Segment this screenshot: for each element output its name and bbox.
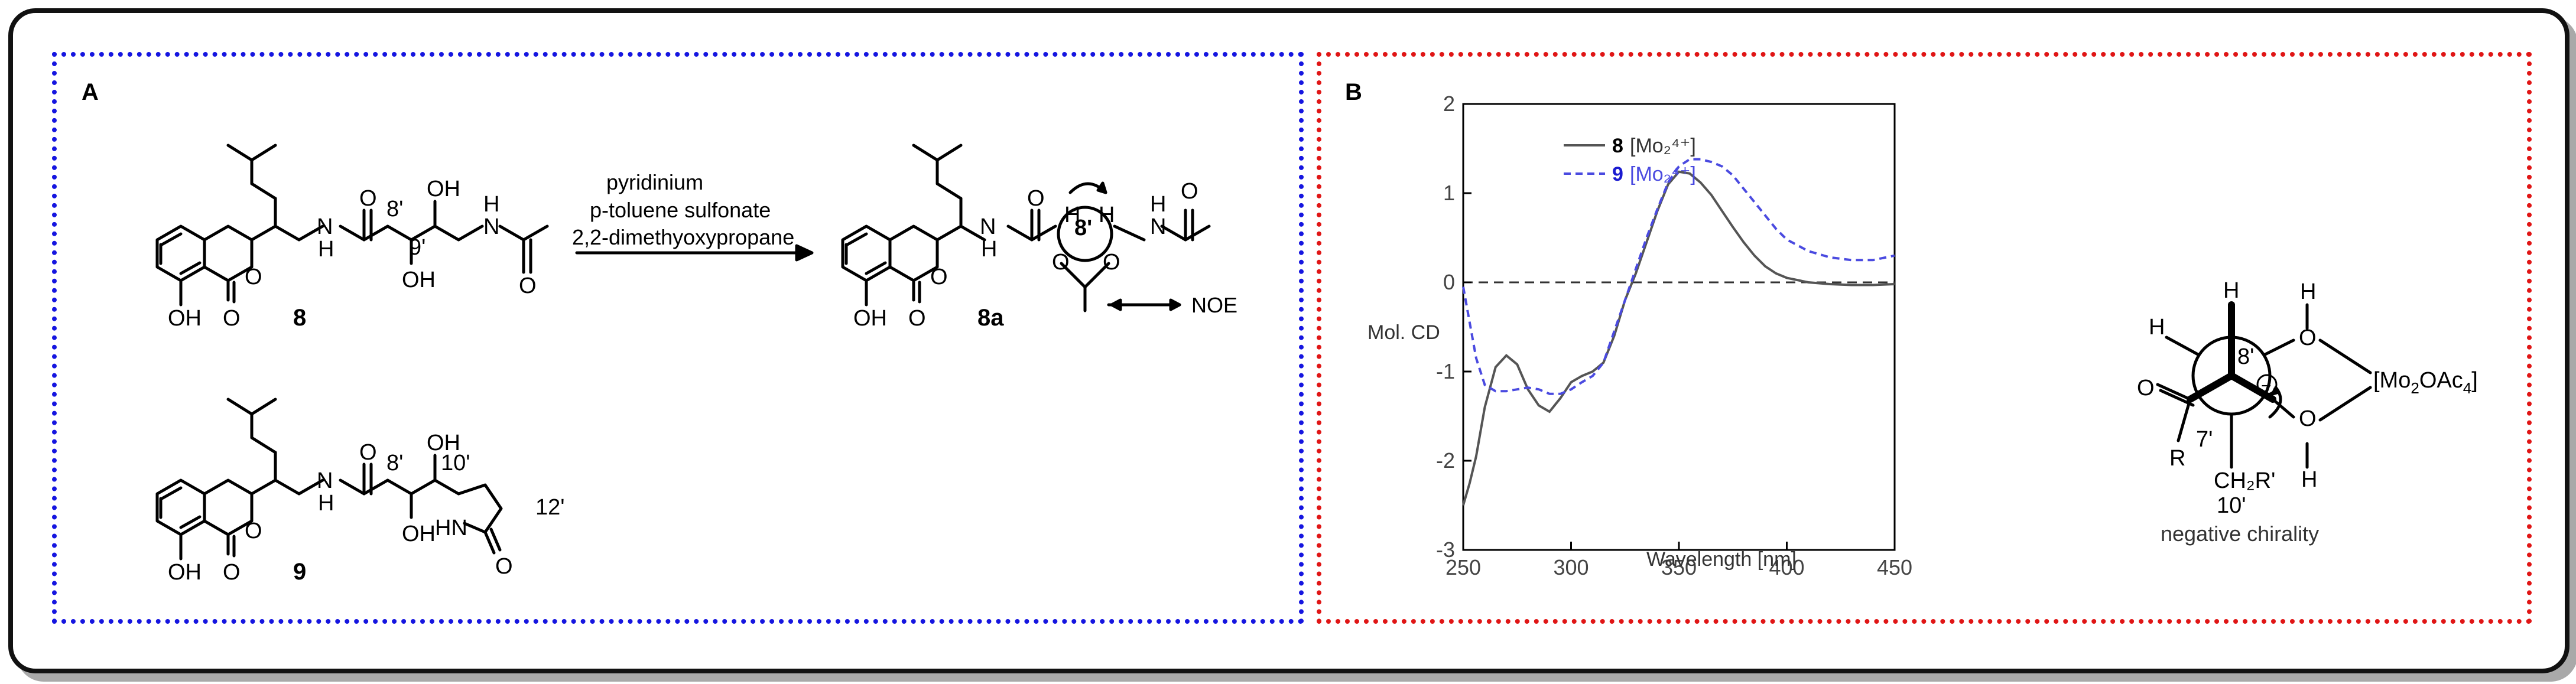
c9-pos-8: 8' <box>386 451 403 475</box>
newman-pos-8: 8' <box>2237 344 2254 369</box>
chart-x-tick-label: 350 <box>1661 555 1697 579</box>
newman-h-top: H <box>2223 278 2239 303</box>
c8-pos-9: 9' <box>409 235 425 260</box>
c8-n-amide: N <box>317 214 333 239</box>
noe-label: NOE <box>1191 293 1237 317</box>
panel-a-schemes: OH O O N H O 8' 9' OH OH H N O 8 pyridin… <box>155 144 1237 585</box>
newman-o-carbonyl: O <box>2137 376 2155 400</box>
panel-b: B 250 300 350 400 450 2 1 0 -1 -2 -3 Mol. CD Wavel… <box>1317 52 2532 624</box>
chart-y-axis-label: Mol. CD <box>1367 321 1440 344</box>
chart-legend-label: [Mo₂⁴⁺] <box>1630 163 1696 185</box>
c8a-oh-phenol: OH <box>853 306 887 331</box>
chart-x-tick-label: 400 <box>1769 555 1804 579</box>
c8a-h-acetyl: H <box>1150 192 1166 217</box>
chart-x-axis-label: Wavelength [nm] <box>1646 548 1797 571</box>
panel-b-letter: B <box>1345 79 1362 105</box>
newman-caption: negative chirality <box>2161 522 2319 546</box>
c9-oh-phenol: OH <box>168 560 202 585</box>
chart-legend-number: 8 <box>1612 135 1623 157</box>
compound-8a-structure <box>841 144 1211 312</box>
newman-h-left: H <box>2149 315 2165 340</box>
c9-o-amide: O <box>359 440 377 465</box>
newman-pos-7: 7' <box>2196 427 2213 452</box>
chart-x-tick-label: 300 <box>1553 555 1589 579</box>
c8-o-amide: O <box>359 186 377 211</box>
figure-frame <box>8 8 2569 673</box>
c8a-o-acetyl: O <box>1181 179 1198 204</box>
c8-o-acetyl: O <box>519 273 537 298</box>
newman-r: R <box>2169 446 2185 471</box>
newman-h-o-bottom: H <box>2301 467 2317 492</box>
c8a-pos-8: 8' <box>1074 216 1092 240</box>
c8-oh-bottom: OH <box>402 268 436 292</box>
c8-oh-top: OH <box>427 177 460 201</box>
c8a-o-amide: O <box>1027 186 1045 211</box>
reagent-line-3: 2,2-dimethyoxypropane <box>572 225 794 249</box>
compound-8-label: 8 <box>293 305 306 331</box>
chart-y-tick-label: 0 <box>1443 270 1455 294</box>
c9-h-amide: H <box>318 491 334 516</box>
c9-o-ring: O <box>495 554 513 579</box>
compound-8-structure <box>155 144 549 307</box>
c9-o-carbonyl: O <box>223 560 241 585</box>
c9-n-amide: N <box>317 468 333 493</box>
cd-spectrum-chart: 250 300 350 400 450 2 1 0 -1 -2 -3 Mol. CD Wavelen… <box>1367 92 1912 579</box>
compound-9-label: 9 <box>293 559 306 585</box>
c8-o-lactone: O <box>245 265 262 289</box>
c8a-h-amide: H <box>981 237 997 262</box>
c9-pos-12: 12' <box>535 495 565 520</box>
c8-o-carbonyl: O <box>223 306 241 331</box>
chart-y-tick-label: 2 <box>1443 92 1455 116</box>
c8a-n-acetyl: N <box>1150 214 1166 239</box>
panel-a-letter: A <box>82 79 99 105</box>
newman-pos-10: 10' <box>2217 493 2246 518</box>
compound-9-structure <box>155 398 503 561</box>
chart-series-line-9 <box>1462 158 1895 395</box>
c9-pos-10: 10' <box>441 451 470 475</box>
reagent-line-1: pyridinium <box>606 170 703 194</box>
chart-x-tick-label: 250 <box>1445 555 1481 579</box>
c8a-h-left: H <box>1064 203 1080 227</box>
newman-o-bottom: O <box>2299 406 2317 431</box>
newman-minus-sign: − <box>2261 376 2272 396</box>
c8-h-amide: H <box>318 237 334 262</box>
c9-o-lactone: O <box>245 519 262 543</box>
chart-x-tick-label: 450 <box>1877 555 1912 579</box>
c8-oh-phenol: OH <box>168 306 202 331</box>
chart-legend-number: 9 <box>1612 163 1623 185</box>
newman-ch2r: CH₂R' <box>2214 468 2275 493</box>
c9-hn-ring: HN <box>435 516 467 540</box>
reagent-line-2: p-toluene sulfonate <box>590 198 771 222</box>
newman-o-top: O <box>2299 325 2317 350</box>
c9-oh-top: OH <box>427 431 460 455</box>
chart-legend-label: [Mo₂⁴⁺] <box>1630 135 1696 157</box>
c8a-h-right: H <box>1099 203 1115 227</box>
c8-h-acetyl: H <box>483 192 499 217</box>
newman-projection: H H O H O H 8' 7' O R CH₂R' 10' − [Mo2OA… <box>2137 278 2478 546</box>
c9-oh-bottom: OH <box>402 522 436 546</box>
c8a-o-ketal-right: O <box>1103 250 1120 275</box>
chart-y-tick-label: -1 <box>1436 359 1455 383</box>
newman-h-o-top: H <box>2300 279 2316 304</box>
chart-y-tick-label: -2 <box>1436 448 1455 473</box>
c8a-n-amide: N <box>980 214 996 239</box>
c8a-o-ketal-left: O <box>1052 250 1070 275</box>
mo-complex: [Mo2OAc4] <box>2373 368 2478 397</box>
c8-pos-8: 8' <box>386 197 403 222</box>
chart-series-line-8 <box>1462 170 1895 506</box>
panel-a: A <box>52 52 1304 624</box>
c8a-o-lactone: O <box>930 265 948 289</box>
chart-y-tick-label: 1 <box>1443 181 1455 205</box>
chart-y-tick-label: -3 <box>1436 538 1455 562</box>
c8-n-acetyl: N <box>483 214 499 239</box>
compound-8a-label: 8a <box>977 305 1004 331</box>
c8a-o-carbonyl: O <box>908 306 926 331</box>
